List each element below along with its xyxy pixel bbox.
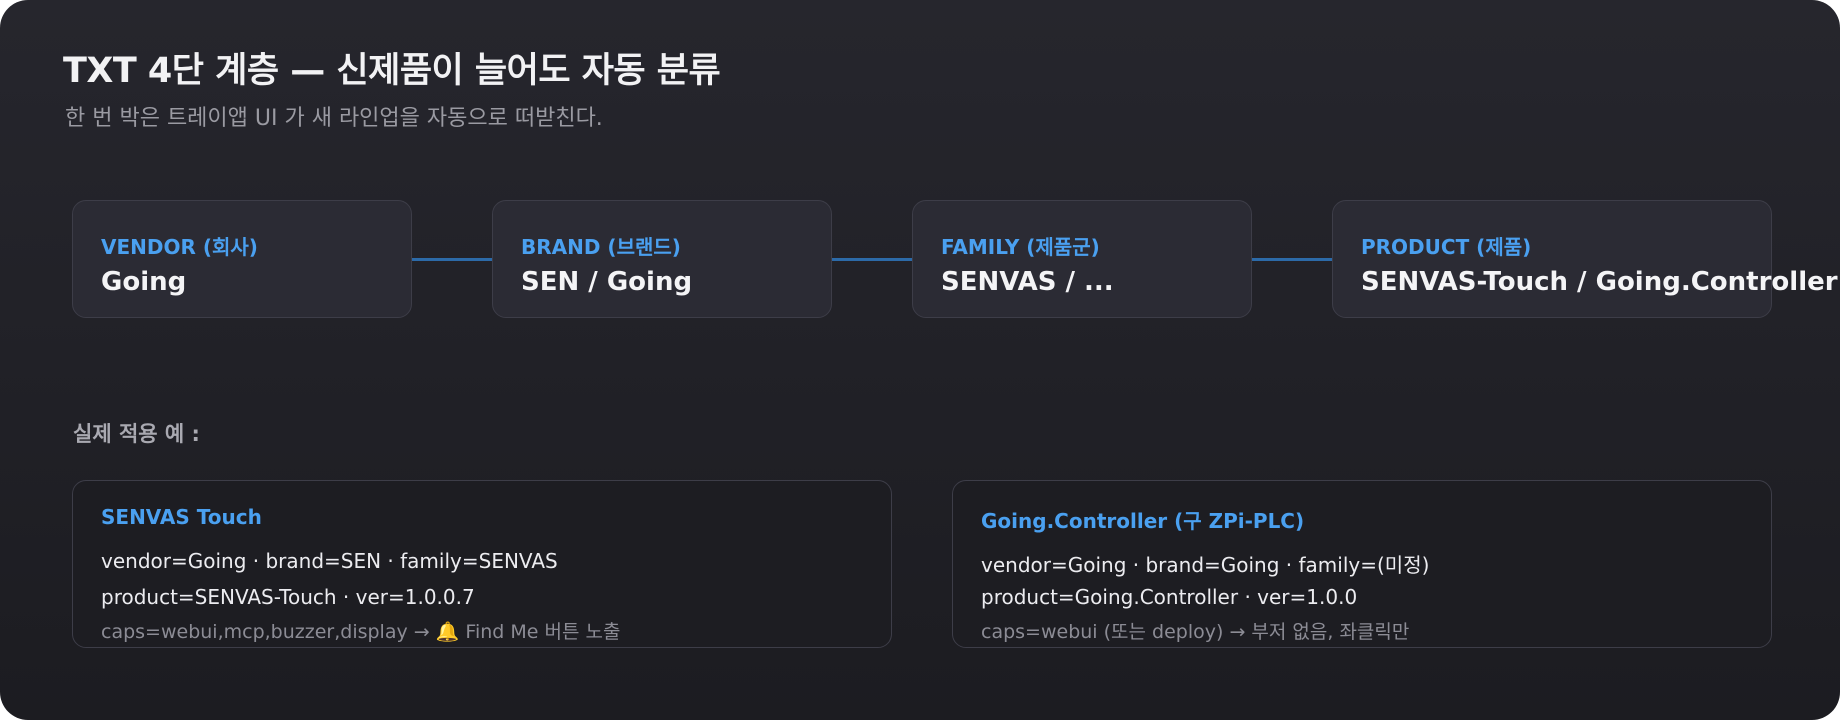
node-family-value: SENVAS / ... bbox=[941, 267, 1114, 297]
node-vendor: VENDOR (회사) Going bbox=[72, 200, 412, 318]
connector-vendor-brand bbox=[412, 258, 492, 261]
node-family-label: FAMILY (제품군) bbox=[941, 235, 1100, 259]
node-brand-label: BRAND (브랜드) bbox=[521, 235, 681, 259]
examples-section-label: 실제 적용 예 : bbox=[73, 422, 200, 446]
example-line-2: product=SENVAS-Touch · ver=1.0.0.7 bbox=[101, 585, 475, 609]
node-vendor-label: VENDOR (회사) bbox=[101, 235, 258, 259]
connector-family-product bbox=[1252, 258, 1332, 261]
example-line-1: vendor=Going · brand=SEN · family=SENVAS bbox=[101, 549, 558, 573]
page-subtitle: 한 번 박은 트레이앱 UI 가 새 라인업을 자동으로 떠받친다. bbox=[65, 106, 603, 131]
node-brand-value: SEN / Going bbox=[521, 267, 693, 297]
example-caps: caps=webui,mcp,buzzer,display → 🔔 Find M… bbox=[101, 621, 621, 643]
example-title: Going.Controller (구 ZPi-PLC) bbox=[981, 509, 1305, 533]
node-brand: BRAND (브랜드) SEN / Going bbox=[492, 200, 832, 318]
example-title: SENVAS Touch bbox=[101, 505, 262, 529]
example-line-1: vendor=Going · brand=Going · family=(미정) bbox=[981, 553, 1430, 577]
node-family: FAMILY (제품군) SENVAS / ... bbox=[912, 200, 1252, 318]
example-line-2: product=Going.Controller · ver=1.0.0 bbox=[981, 585, 1358, 609]
example-caps: caps=webui (또는 deploy) → 부저 없음, 좌클릭만 bbox=[981, 621, 1410, 643]
connector-brand-family bbox=[832, 258, 912, 261]
page-title: TXT 4단 계층 — 신제품이 늘어도 자동 분류 bbox=[63, 51, 721, 91]
example-card-senvas-touch: SENVAS Touch vendor=Going · brand=SEN · … bbox=[72, 480, 892, 648]
example-card-going-controller: Going.Controller (구 ZPi-PLC) vendor=Goin… bbox=[952, 480, 1772, 648]
node-product: PRODUCT (제품) SENVAS-Touch / Going.Contro… bbox=[1332, 200, 1838, 318]
node-product-value: SENVAS-Touch / Going.Controller bbox=[1361, 267, 1838, 297]
node-product-label: PRODUCT (제품) bbox=[1361, 235, 1532, 259]
node-vendor-value: Going bbox=[101, 267, 187, 297]
